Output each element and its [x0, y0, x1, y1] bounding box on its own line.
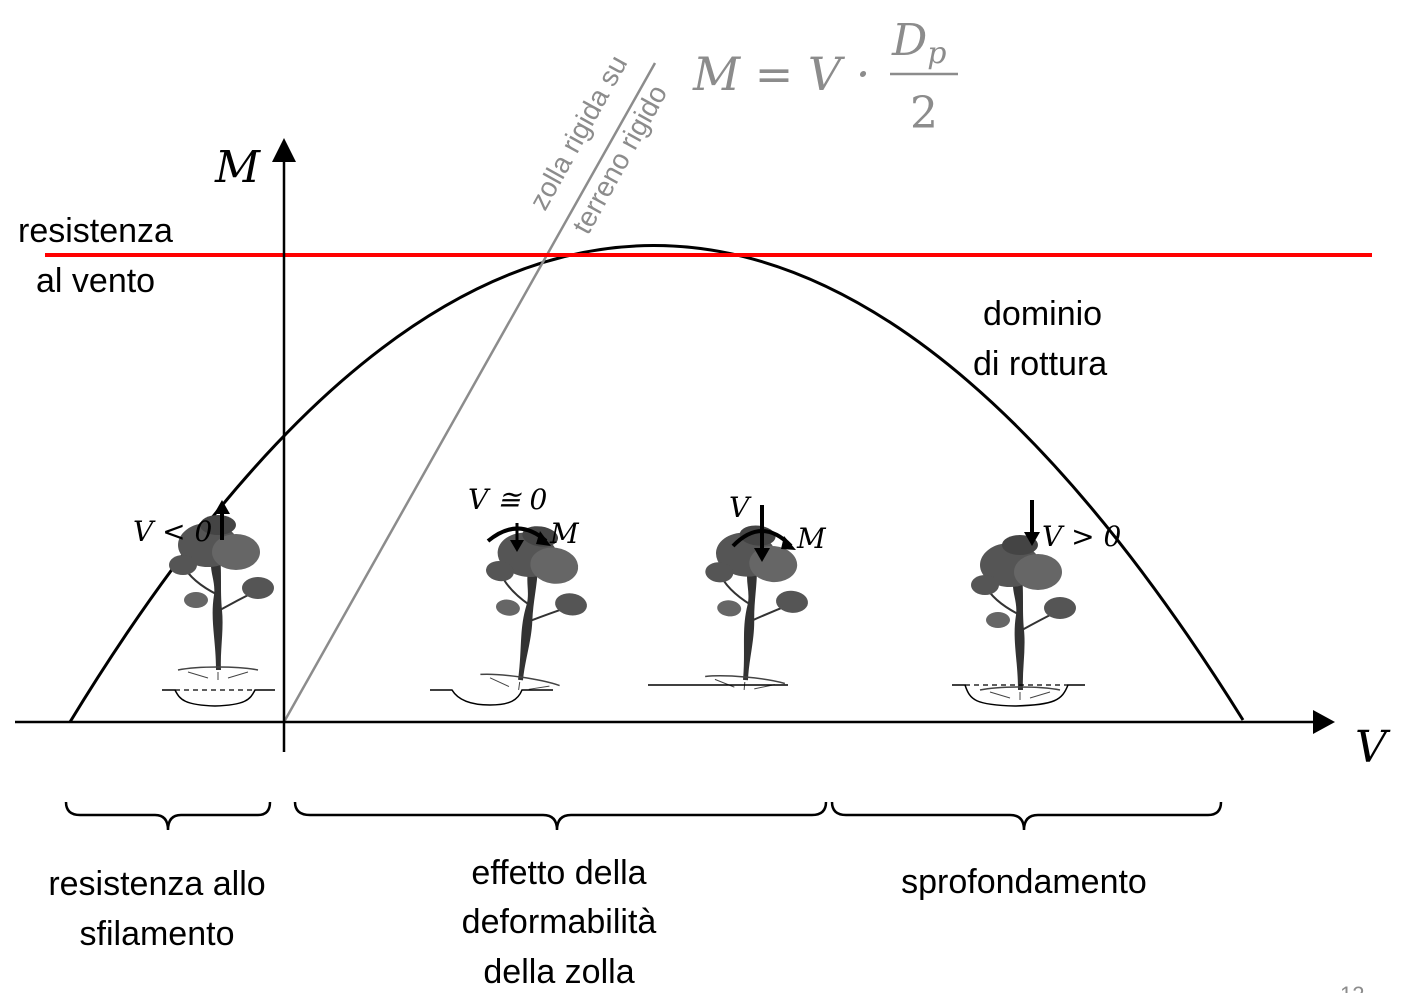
region2-label-line2: deformabilità: [462, 903, 657, 941]
rigid-ground-line: [282, 62, 657, 723]
y-axis-arrow-icon: [272, 138, 296, 162]
tree4-label: V > 0: [1042, 520, 1121, 553]
x-axis-arrow-icon: [1313, 710, 1335, 734]
wind-resistance-label-line1: resistenza: [18, 212, 173, 250]
region3-label: sprofondamento: [901, 863, 1147, 901]
tree3-moment-label: M: [796, 522, 827, 555]
soil-ball-2: [430, 689, 553, 706]
wind-resistance-label-line2: al vento: [36, 262, 155, 300]
soil-ball-1: [162, 689, 275, 707]
domain-label-line1: dominio: [983, 295, 1102, 333]
tree-icon: [970, 534, 1077, 701]
tree1-label: V < 0: [133, 515, 212, 548]
region1-label-line2: sfilamento: [80, 915, 235, 953]
domain-curve: [68, 244, 1245, 723]
curly-brace-icon: [293, 801, 828, 831]
soil-ball-4: [952, 684, 1085, 707]
curly-brace-icon: [830, 801, 1223, 831]
moment-arrow-icon: [486, 523, 551, 552]
down-arrow-icon: [1024, 500, 1040, 546]
tree3-v-label: V: [729, 491, 752, 524]
moment-arrow-icon: [731, 505, 796, 562]
formula-numerator: Dp: [891, 15, 947, 71]
tree2-moment-label: M: [549, 517, 580, 550]
region2-label-line3: della zolla: [483, 953, 634, 991]
up-arrow-icon: [214, 500, 230, 540]
formula-lhs: M = V ·: [692, 47, 870, 101]
tree2-label: V ≅ 0: [468, 483, 547, 516]
page-number: 12: [1340, 982, 1364, 993]
domain-label-line2: di rottura: [973, 345, 1107, 383]
region2-label-line1: effetto della: [471, 854, 646, 892]
region1-label-line1: resistenza allo: [48, 865, 265, 903]
x-axis-label: V: [1355, 722, 1391, 773]
curly-brace-icon: [64, 801, 272, 831]
formula-denominator: 2: [910, 88, 938, 139]
y-axis-label: M: [214, 142, 261, 193]
